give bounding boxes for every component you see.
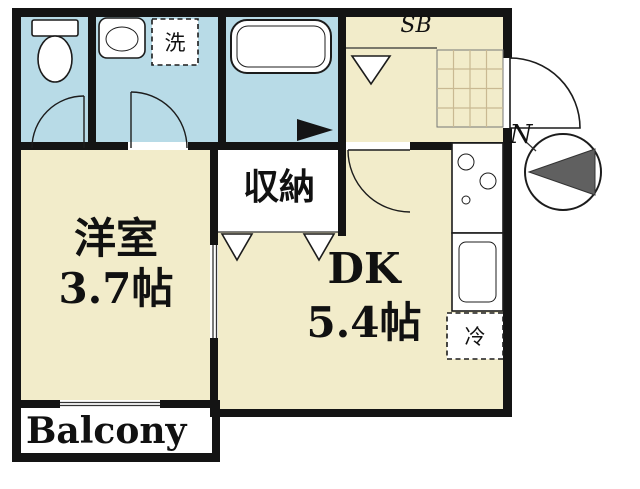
- wall-balcony-bottom: [12, 453, 220, 462]
- floor-balcony: [21, 408, 212, 453]
- folding-door-marker-closet-left: [220, 233, 254, 262]
- floor-closet: [218, 150, 338, 232]
- genkan-tile: [436, 49, 504, 128]
- wall-bottom-dk: [212, 409, 512, 417]
- wall-right-upper: [503, 8, 512, 58]
- folding-door-marker-hall: [350, 55, 392, 86]
- compass: [524, 133, 602, 211]
- sliding-door-partition: [210, 245, 218, 338]
- door-arc-dk: [347, 149, 411, 213]
- wall-top: [12, 8, 512, 17]
- bathroom-door-marker: [297, 119, 333, 141]
- wall-below-wet-right: [188, 142, 346, 150]
- room-western-name: 洋室: [73, 214, 158, 263]
- room-label-western: 洋室 3.7帖: [25, 214, 207, 314]
- floor-western-room: [21, 150, 210, 400]
- entrance-door-arc: [509, 57, 581, 129]
- room-dk-name: DK: [327, 244, 401, 293]
- bathtub-icon: [230, 19, 332, 74]
- stove-icon: [451, 142, 504, 234]
- washing-machine-box: [151, 18, 199, 66]
- sink-icon: [98, 17, 146, 59]
- wall-westroom-bottom-right: [160, 400, 220, 408]
- balcony-label: Balcony: [26, 410, 187, 452]
- north-label: N: [509, 120, 533, 150]
- wall-below-wet-left: [12, 142, 128, 150]
- closet-label: 収納: [242, 166, 315, 208]
- wall-room-divider-lower: [210, 338, 218, 417]
- wall-balcony-right: [212, 400, 220, 462]
- shoe-box-label: SB: [400, 13, 432, 38]
- door-arc-toilet: [31, 95, 85, 149]
- wall-room-divider-upper: [210, 142, 218, 245]
- room-western-size: 3.7帖: [58, 264, 174, 313]
- wall-bathroom-right-closet: [338, 8, 346, 236]
- wall-westroom-bottom-left: [12, 400, 60, 408]
- wall-left: [12, 8, 21, 462]
- window-balcony: [60, 400, 160, 408]
- kitchen-sink-icon: [451, 232, 504, 312]
- refrigerator-label: 冷: [464, 325, 486, 349]
- washing-machine-label: 洗: [164, 31, 186, 55]
- refrigerator-box: [446, 312, 504, 360]
- wall-right-lower: [503, 128, 512, 417]
- folding-door-marker-closet-right: [302, 233, 336, 262]
- room-dk-size: 5.4帖: [306, 298, 422, 347]
- toilet-icon: [31, 19, 79, 83]
- wall-bathroom-left: [218, 8, 226, 150]
- room-label-dk: DK 5.4帖: [266, 242, 462, 350]
- door-arc-washroom: [130, 91, 188, 149]
- wall-toilet-divider: [88, 8, 96, 142]
